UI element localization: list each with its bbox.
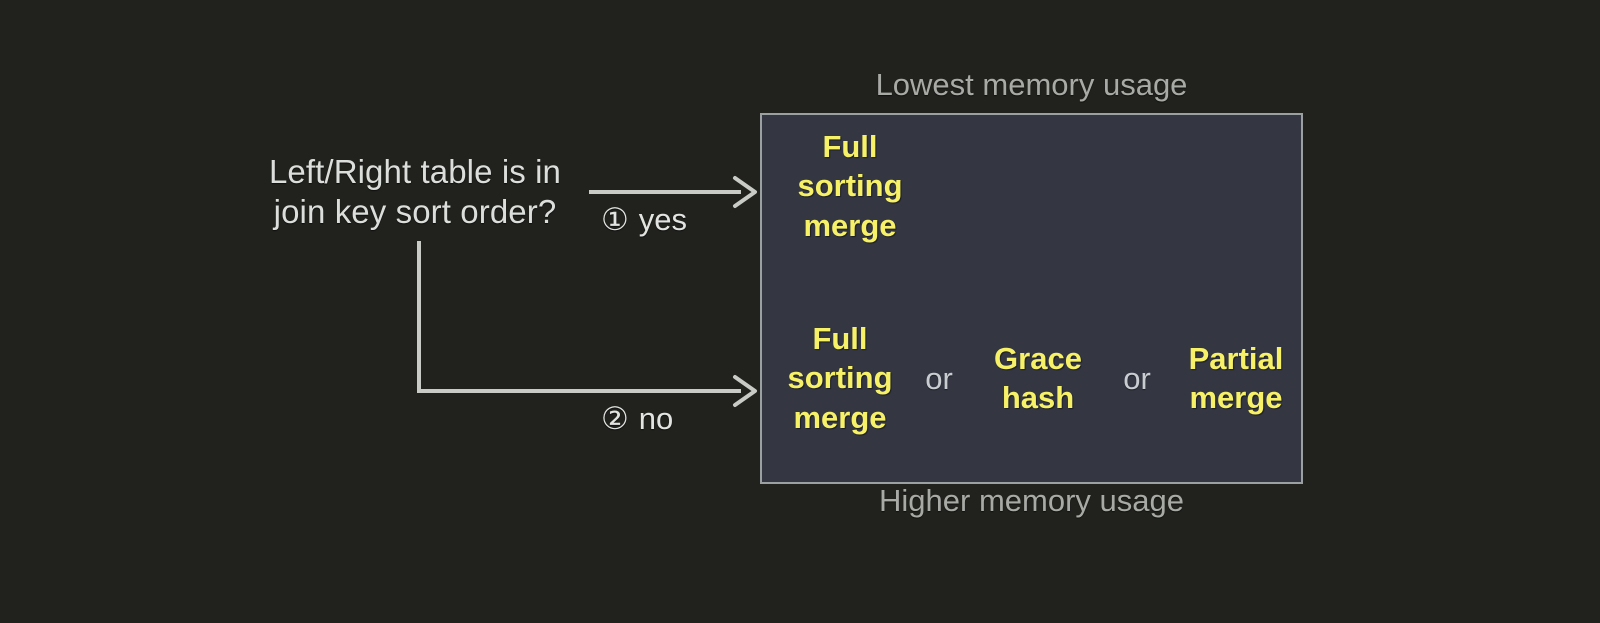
- option-grace-hash: Grace hash: [994, 340, 1082, 416]
- branch-label-yes: ① yes: [601, 204, 687, 235]
- branch-marker-1: ①: [601, 202, 629, 237]
- separator-or-2: or: [1123, 360, 1151, 396]
- outcome-row-bottom: Full sorting merge or Grace hash or Part…: [770, 319, 1297, 437]
- caption-higher-memory: Higher memory usage: [879, 483, 1184, 518]
- branch-text-no: no: [638, 401, 674, 436]
- caption-lowest-memory: Lowest memory usage: [875, 67, 1188, 102]
- branch-label-no: ② no: [601, 403, 673, 434]
- option-full-sorting-merge-bottom: Full sorting merge: [787, 321, 893, 435]
- option-partial-merge: Partial merge: [1188, 340, 1284, 416]
- branch-marker-2: ②: [601, 401, 629, 436]
- outcome-panel: Full sorting merge Full sorting merge or…: [760, 113, 1303, 484]
- outcome-row-top: Full sorting merge: [770, 127, 930, 245]
- connector-no: [417, 241, 757, 407]
- branch-text-yes: yes: [638, 202, 688, 237]
- connector-yes: [589, 176, 757, 208]
- separator-or-1: or: [925, 360, 953, 396]
- option-full-sorting-merge-top: Full sorting merge: [797, 129, 903, 243]
- decision-question: Left/Right table is in join key sort ord…: [268, 153, 562, 231]
